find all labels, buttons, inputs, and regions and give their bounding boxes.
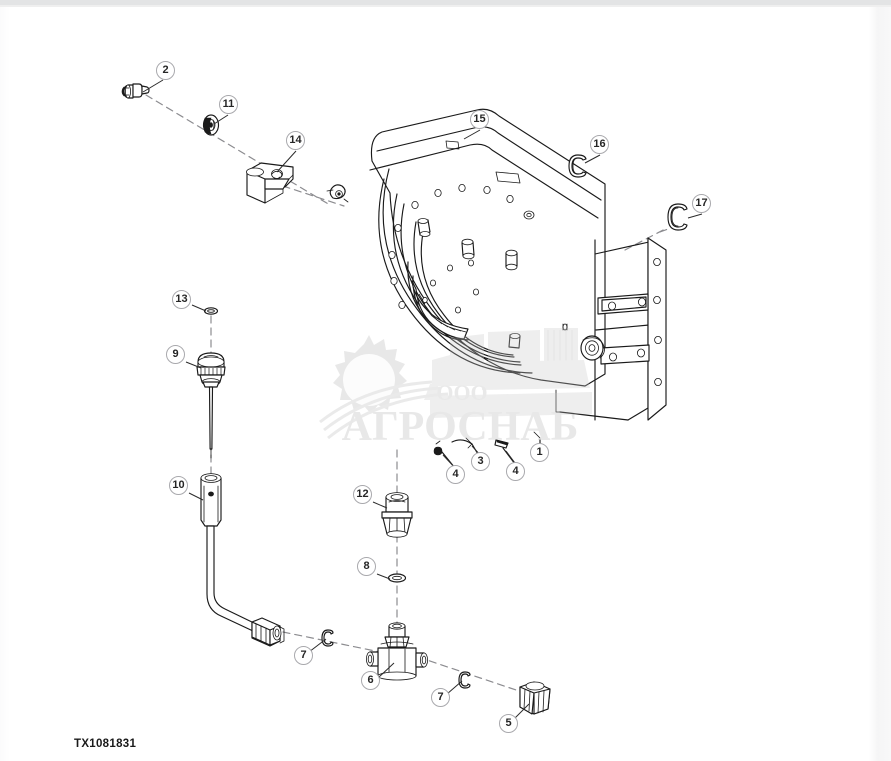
part-4a-screw	[433, 440, 456, 469]
left-edge-shade	[0, 7, 10, 761]
part-7a-o-ring	[321, 629, 334, 647]
callout-16[interactable]: 16	[590, 135, 609, 154]
part-17-retaining-ring	[667, 203, 688, 231]
callout-15[interactable]: 15	[470, 110, 489, 129]
callout-9[interactable]: 9	[166, 345, 185, 364]
part-12-adapter-fitting	[381, 492, 413, 538]
callout-4-right[interactable]: 4	[506, 462, 525, 481]
callout-4-left[interactable]: 4	[446, 465, 465, 484]
part-14-bracket	[246, 162, 294, 204]
top-border-strip	[0, 0, 891, 5]
callout-17[interactable]: 17	[692, 194, 711, 213]
right-edge-shade	[869, 7, 891, 761]
callout-11[interactable]: 11	[219, 95, 238, 114]
part-13-o-ring	[203, 307, 219, 315]
callout-2[interactable]: 2	[156, 61, 175, 80]
part-5-cap-nut	[519, 681, 551, 715]
callout-13[interactable]: 13	[172, 290, 191, 309]
part-2-plug	[121, 83, 150, 99]
callout-10[interactable]: 10	[169, 476, 188, 495]
callout-8[interactable]: 8	[357, 557, 376, 576]
part-10-dipstick-tube	[200, 473, 285, 647]
part-8-o-ring	[387, 573, 407, 583]
part-9-dipstick-cap	[196, 352, 226, 459]
callout-5[interactable]: 5	[499, 714, 518, 733]
callout-6[interactable]: 6	[361, 671, 380, 690]
part-15-transmission-housing	[326, 108, 667, 421]
callout-14[interactable]: 14	[286, 131, 305, 150]
part-7b-o-ring	[458, 671, 471, 689]
part-6-tee-fitting	[365, 622, 428, 681]
callout-7-left[interactable]: 7	[294, 646, 313, 665]
callout-3[interactable]: 3	[471, 452, 490, 471]
part-11-washer	[202, 114, 220, 136]
callout-7-right[interactable]: 7	[431, 688, 450, 707]
part-4b-screw	[494, 439, 516, 465]
callout-12[interactable]: 12	[353, 485, 372, 504]
top-border-line	[0, 5, 891, 7]
callout-1[interactable]: 1	[530, 443, 549, 462]
part-16-retaining-ring	[568, 154, 587, 178]
part-number-label: TX1081831	[74, 738, 137, 750]
